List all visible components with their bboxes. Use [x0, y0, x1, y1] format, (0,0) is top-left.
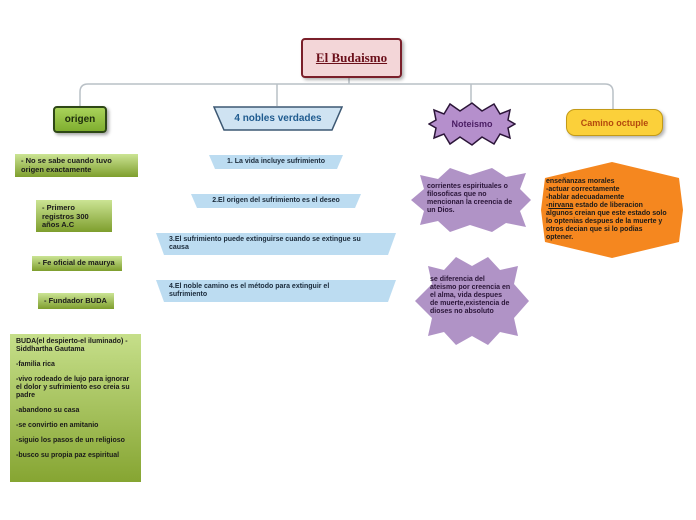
origen-item-text: - No se sabe cuando tuvo origen exactame…	[21, 156, 112, 174]
topic-noteismo-label: Noteismo	[451, 119, 493, 129]
noble-item[interactable]: 1. La vida incluye sufrimiento	[209, 155, 343, 169]
noble-item-shape	[209, 155, 343, 169]
noteismo-item-text: corrientes espirituales o filosoficas qu…	[427, 183, 513, 214]
noble-item-shape	[191, 194, 361, 208]
origen-item[interactable]: - Fundador BUDA	[38, 293, 114, 309]
topic-noteismo[interactable]: Noteismo	[430, 104, 514, 144]
camino-line: -hablar adecuadamente	[546, 194, 625, 201]
origen-item[interactable]: - No se sabe cuando tuvo origen exactame…	[15, 154, 138, 177]
detail-line: -abandono su casa	[16, 407, 80, 414]
detail-line: -se convirtio en amitanio	[16, 422, 99, 429]
noble-item-text: 3.El sufrimiento puede extinguirse cuand…	[169, 236, 361, 251]
camino-item-shape	[541, 162, 683, 258]
camino-line-prefix: -	[546, 202, 549, 209]
root-node-el-budaismo[interactable]: El Budaismo	[301, 38, 402, 78]
noble-item[interactable]: 4.El noble camino es el método para exti…	[156, 280, 396, 302]
noble-item-text: 2.El origen del sufrimiento es el deseo	[212, 197, 340, 204]
camino-line-rest: estado de liberacion algunos creian que …	[546, 202, 667, 241]
topic-camino-octuple[interactable]: Camino octuple	[566, 109, 663, 136]
camino-line: -actuar correctamente	[546, 186, 620, 193]
topic-origen-label: origen	[64, 114, 96, 125]
noteismo-item[interactable]: se diferencia del ateismo por creencia e…	[430, 276, 512, 328]
camino-line: -nirvana estado de liberacion algunos cr…	[546, 202, 671, 242]
origen-item-text: - Primero registros 300 años A.C	[42, 203, 89, 229]
topic-nobles-shape	[213, 106, 343, 131]
noteismo-item-shape	[411, 168, 531, 232]
origen-item[interactable]: - Primero registros 300 años A.C	[36, 200, 112, 232]
noteismo-item[interactable]: corrientes espirituales o filosoficas qu…	[427, 183, 517, 223]
detail-line: -familia rica	[16, 361, 55, 368]
noteismo-item-text: se diferencia del ateismo por creencia e…	[430, 276, 511, 315]
topic-4-nobles-verdades[interactable]: 4 nobles verdades	[213, 106, 343, 131]
topic-origen[interactable]: origen	[53, 106, 107, 133]
origen-item[interactable]: - Fe oficial de maurya	[32, 256, 122, 271]
camino-item[interactable]: enseñanzas morales -actuar correctamente…	[546, 178, 671, 248]
topic-noteismo-shape	[428, 102, 516, 146]
noteismo-item-shape	[415, 257, 529, 345]
noble-item-shape	[156, 280, 396, 302]
noble-item-text: 4.El noble camino es el método para exti…	[169, 283, 330, 298]
noble-item-shape	[156, 233, 396, 255]
origen-details-box[interactable]: BUDA(el despierto-el iluminado) -Siddhar…	[10, 334, 141, 482]
noble-item[interactable]: 3.El sufrimiento puede extinguirse cuand…	[156, 233, 396, 255]
detail-line: -siguio los pasos de un religioso	[16, 437, 125, 444]
detail-line: -vivo rodeado de lujo para ignorar el do…	[16, 376, 130, 399]
detail-line: BUDA(el despierto-el iluminado) -Siddhar…	[16, 338, 128, 353]
detail-line: -busco su propia paz espiritual	[16, 452, 120, 459]
camino-line: enseñanzas morales	[546, 178, 615, 185]
topic-camino-label: Camino octuple	[580, 117, 649, 128]
topic-nobles-label: 4 nobles verdades	[234, 113, 322, 124]
root-title: El Budaismo	[315, 50, 388, 65]
origen-item-text: - Fundador BUDA	[44, 296, 107, 305]
origen-item-text: - Fe oficial de maurya	[38, 258, 115, 267]
noble-item-text: 1. La vida incluye sufrimiento	[226, 158, 326, 165]
nirvana-term: nirvana	[548, 202, 574, 209]
noble-item[interactable]: 2.El origen del sufrimiento es el deseo	[191, 194, 361, 208]
